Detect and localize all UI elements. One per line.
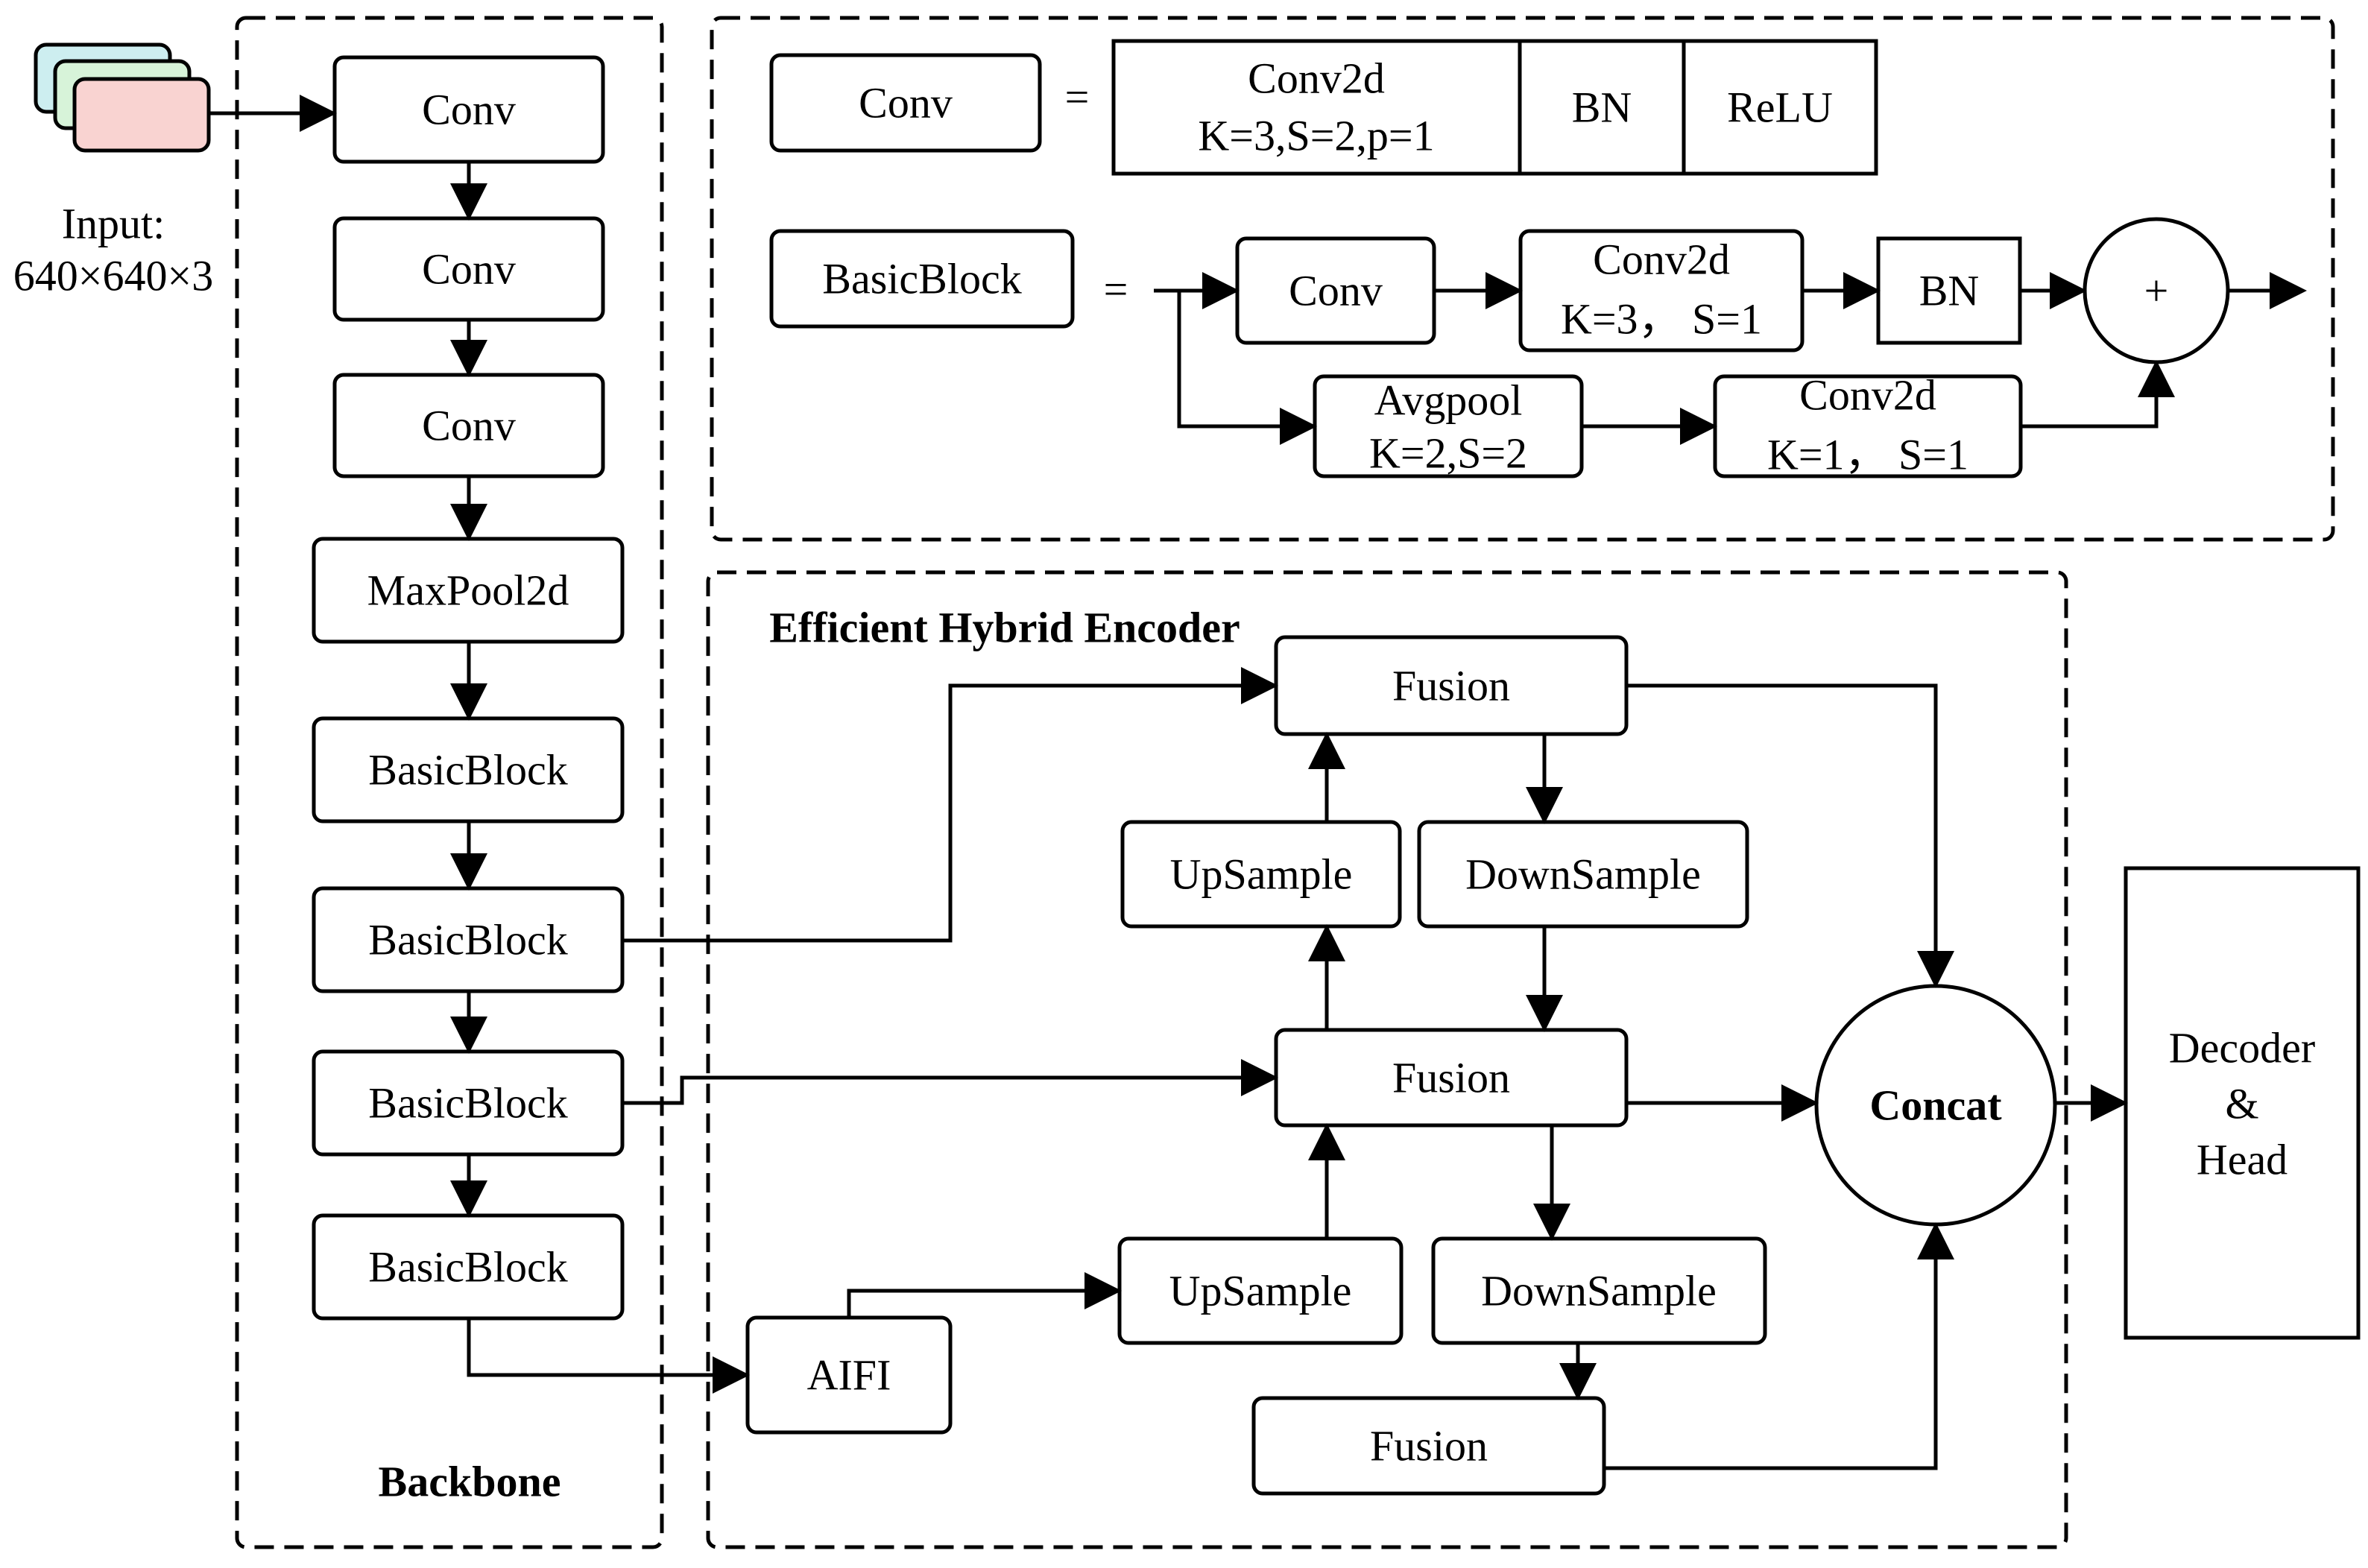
fusion-bottom: Fusion (1251, 1396, 1606, 1496)
svg-text:Conv: Conv (1289, 267, 1383, 315)
svg-text:Conv2d: Conv2d (1248, 54, 1385, 103)
svg-text:BN: BN (1572, 83, 1632, 132)
svg-text:K=2,S=2: K=2,S=2 (1369, 429, 1527, 478)
legend-bb-bn: BN (1876, 236, 2022, 345)
backbone-block-7: BasicBlock (312, 1049, 625, 1157)
svg-text:BasicBlock: BasicBlock (368, 916, 567, 964)
svg-text:Conv2d: Conv2d (1593, 235, 1730, 284)
legend-conv-equals: = (1065, 73, 1090, 121)
svg-text:DownSample: DownSample (1481, 1267, 1717, 1315)
svg-text:Avgpool: Avgpool (1374, 376, 1523, 425)
svg-text:BasicBlock: BasicBlock (368, 1079, 567, 1128)
svg-text:Decoder: Decoder (2169, 1024, 2315, 1072)
svg-text:Fusion: Fusion (1370, 1422, 1488, 1470)
svg-text:BasicBlock: BasicBlock (368, 746, 567, 794)
svg-text:K=3， S=1: K=3， S=1 (1561, 295, 1762, 344)
backbone-block-6: BasicBlock (312, 886, 625, 993)
arrow-bb8-to-aifi (467, 1318, 750, 1394)
backbone-title: Backbone (379, 1458, 561, 1506)
legend-basicblock-name: BasicBlock (769, 229, 1075, 329)
concat-node: Concat (1814, 984, 2057, 1227)
upsample-bottom: UpSample (1117, 1236, 1404, 1345)
fusion-top: Fusion (1274, 635, 1629, 736)
downsample-bottom: DownSample (1431, 1236, 1767, 1345)
backbone-block-4: MaxPool2d (312, 537, 625, 644)
legend-conv-name: Conv (769, 53, 1042, 153)
legend-relu: ReLU (1682, 39, 1878, 176)
svg-text:AIFI: AIFI (807, 1351, 891, 1400)
svg-text:Conv: Conv (422, 86, 516, 134)
legend-bb-arrow-to-plus (2021, 360, 2175, 429)
svg-text:Fusion: Fusion (1392, 662, 1510, 710)
svg-text:ReLU: ReLU (1727, 83, 1833, 132)
aifi-block: AIFI (745, 1315, 953, 1435)
svg-text:Conv: Conv (422, 402, 516, 450)
upsample-top: UpSample (1120, 820, 1402, 929)
svg-text:Concat: Concat (1869, 1081, 2002, 1130)
legend-basicblock-equals: = (1104, 265, 1128, 314)
svg-text:Conv: Conv (422, 245, 516, 294)
svg-text:UpSample: UpSample (1170, 850, 1353, 899)
backbone-region (235, 16, 664, 1549)
legend-bn: BN (1518, 39, 1686, 176)
svg-text:MaxPool2d: MaxPool2d (367, 566, 569, 615)
svg-text:K=3,S=2,p=1: K=3,S=2,p=1 (1198, 112, 1434, 160)
backbone-block-3: Conv (332, 373, 605, 478)
legend-bb-avgpool: Avgpool K=2,S=2 (1313, 374, 1584, 478)
encoder-region (706, 570, 2068, 1549)
decoder-head: Decoder & Head (2124, 866, 2361, 1340)
legend-bb-plus: + (2083, 217, 2230, 364)
arrow-aifi-to-upsample (847, 1272, 1122, 1318)
arrow-fusion-top-to-concat (1626, 683, 1954, 988)
legend-bb-conv2d-b: Conv2d K=1， S=1 (1713, 371, 2023, 479)
legend-region (710, 16, 2335, 542)
svg-text:BN: BN (1919, 267, 1980, 315)
svg-text:BasicBlock: BasicBlock (822, 255, 1021, 303)
encoder-title: Efficient Hybrid Encoder (769, 604, 1240, 652)
svg-text:Conv2d: Conv2d (1799, 371, 1936, 420)
svg-text:Head: Head (2197, 1136, 2288, 1184)
legend-bb-conv: Conv (1235, 236, 1436, 345)
input-size: 640×640×3 (13, 252, 213, 300)
svg-text:UpSample: UpSample (1169, 1267, 1352, 1315)
legend-bb-conv2d: Conv2d K=3， S=1 (1518, 229, 1805, 353)
svg-text:&: & (2225, 1080, 2258, 1128)
backbone-block-2: Conv (332, 216, 605, 322)
arrow-bb6-to-fusion-top (622, 667, 1278, 943)
arrow-fusion-bottom-to-concat (1604, 1222, 1954, 1470)
input-label: Input: (62, 200, 165, 248)
svg-text:Conv: Conv (859, 79, 953, 127)
arrow-bb7-to-fusion-mid (622, 1059, 1278, 1105)
svg-text:BasicBlock: BasicBlock (368, 1243, 567, 1292)
legend-bb-arrow-skip (1177, 291, 1317, 445)
fusion-mid: Fusion (1274, 1028, 1629, 1128)
input-layer-3 (72, 77, 211, 153)
backbone-block-1: Conv (332, 55, 605, 164)
svg-text:DownSample: DownSample (1465, 850, 1701, 899)
downsample-top: DownSample (1417, 820, 1749, 929)
svg-text:Fusion: Fusion (1392, 1054, 1510, 1102)
svg-text:+: + (2144, 267, 2169, 315)
backbone-block-5: BasicBlock (312, 716, 625, 823)
input-image-stack (34, 42, 211, 153)
svg-text:K=1， S=1: K=1， S=1 (1767, 431, 1968, 479)
backbone-block-8: BasicBlock (312, 1213, 625, 1321)
legend-conv2d: Conv2d K=3,S=2,p=1 (1111, 39, 1522, 176)
